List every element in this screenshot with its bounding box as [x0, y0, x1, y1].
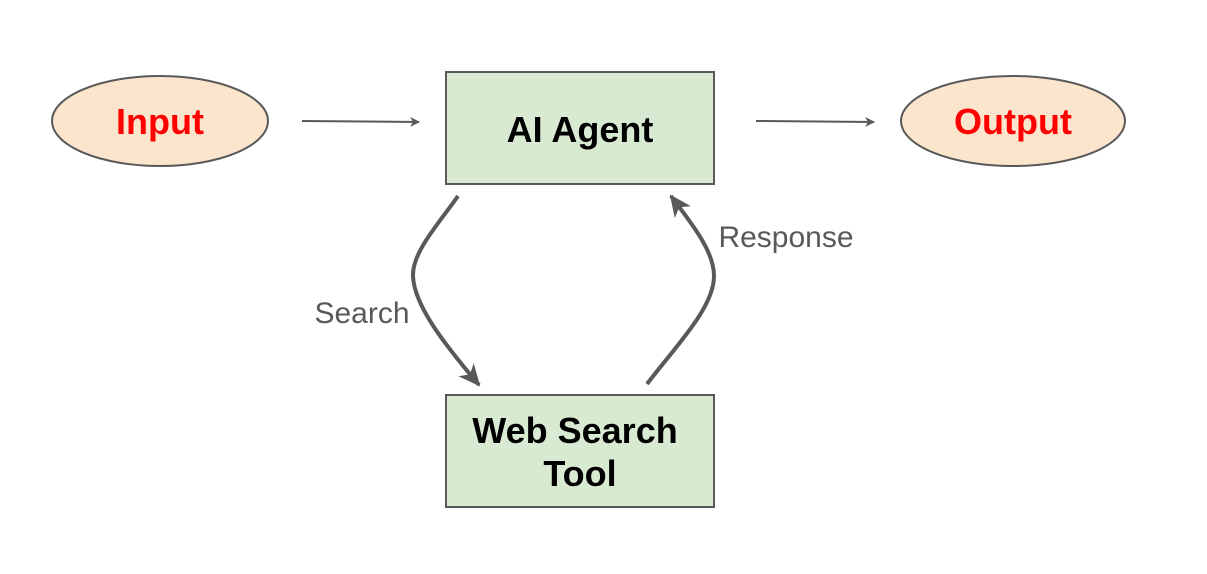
- arrow-agent-to-output: [755, 116, 875, 127]
- web-search-tool-node: Web Search Tool: [445, 394, 715, 508]
- ai-agent-node: AI Agent: [445, 71, 715, 185]
- arrow-input-to-agent: [301, 116, 420, 127]
- output-label: Output: [954, 101, 1072, 142]
- arrow-response: [645, 194, 717, 386]
- web-search-tool-box: [445, 394, 715, 508]
- ai-agent-box: [445, 71, 715, 185]
- input-label: Input: [116, 101, 204, 142]
- web-search-tool-label-line1: Web Search: [472, 410, 677, 451]
- input-node: Input: [51, 75, 269, 167]
- ai-agent-label: AI Agent: [507, 109, 654, 150]
- web-search-tool-label: Web Search Tool: [472, 410, 687, 494]
- arrow-search: [410, 194, 481, 387]
- output-node: Output: [900, 75, 1126, 167]
- search-edge-label: Search: [314, 297, 409, 330]
- web-search-tool-label-line2: Tool: [543, 453, 616, 494]
- input-ellipse: [51, 75, 269, 167]
- response-edge-label: Response: [718, 221, 853, 254]
- output-ellipse: [900, 75, 1126, 167]
